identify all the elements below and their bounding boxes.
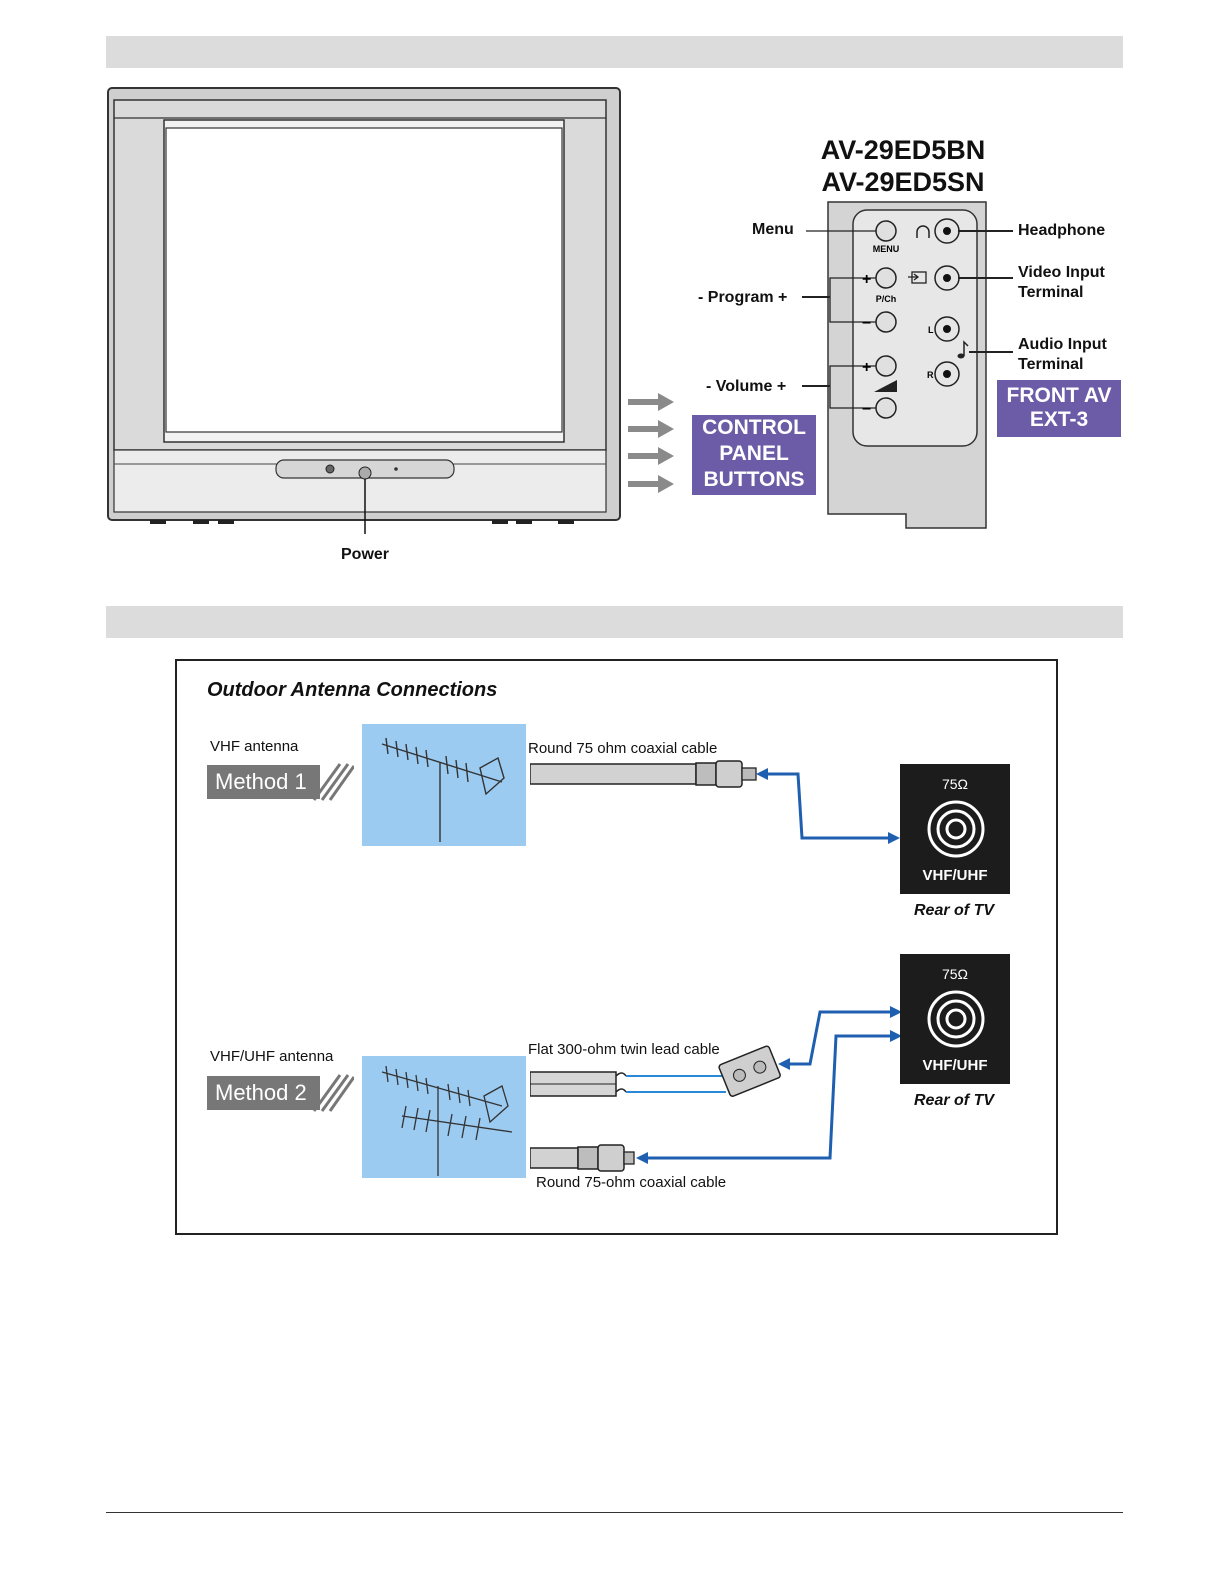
control-panel-buttons-box: CONTROL PANEL BUTTONS [692,415,816,495]
method2-twin-cable-label: Flat 300-ohm twin lead cable [528,1041,720,1058]
volume-label: - Volume + [706,378,787,395]
volume-down-button[interactable] [875,397,897,419]
method1-badge: Method 1 [207,765,320,799]
audio-input-label: Audio Input Terminal [1018,336,1107,373]
section-header-band-1 [106,36,1123,68]
program-label: - Program + [698,289,788,306]
rear-jack-2: 75Ω VHF/UHF [900,954,1010,1084]
method2-coax-cable-label: Round 75-ohm coaxial cable [536,1174,727,1191]
footer-rule [106,1512,1123,1513]
program-minus-sign: − [862,315,871,332]
panel-arrows [628,393,674,493]
model-name-2: AV-29ED5SN [821,167,985,197]
video-input-label: Video Input Terminal [1018,264,1105,301]
section-header-band-2 [106,606,1123,638]
antenna-frame [175,659,1058,1235]
jack1-ohm-label: 75Ω [941,776,969,792]
method1-coax-cable [530,760,900,844]
method1-stripes [312,763,354,801]
tv-front-illustration [107,87,621,534]
coax-socket-icon [927,800,985,858]
side-control-panel: MENU P/Ch + − + − L R [806,201,1000,529]
left-channel-letter: L [928,325,934,335]
method2-badge: Method 2 [207,1076,320,1110]
jack2-ohm-label: 75Ω [941,966,969,982]
volume-plus-sign: + [862,359,871,376]
menu-button[interactable] [875,220,897,242]
volume-minus-sign: − [862,401,871,418]
headphone-label: Headphone [1018,222,1106,239]
program-up-button[interactable] [875,267,897,289]
model-name-1: AV-29ED5BN [820,135,986,165]
coax-socket-icon [927,990,985,1048]
volume-up-button[interactable] [875,355,897,377]
rear-of-tv-label-2: Rear of TV [914,1092,995,1109]
program-plus-sign: + [862,271,871,288]
method1-cable-label: Round 75 ohm coaxial cable [528,740,718,757]
power-label: Power [341,546,390,563]
headphone-icon [916,225,930,238]
rear-of-tv-label-1: Rear of TV [914,902,995,919]
music-note-icon [963,340,969,356]
right-channel-letter: R [927,370,934,380]
method2-antenna-label: VHF/UHF antenna [210,1048,334,1065]
method2-cables [530,1006,900,1172]
volume-icon [874,380,897,392]
power-button-dot [358,466,372,480]
front-av-box: FRONT AV EXT-3 [997,380,1121,437]
rear-jack-1: 75Ω VHF/UHF [900,764,1010,894]
vhf-uhf-antenna-image [362,1056,526,1178]
vhf-antenna-image [362,724,526,846]
menu-label: Menu [752,221,794,238]
pch-text: P/Ch [876,294,897,304]
jack1-vhf-uhf-label: VHF/UHF [922,867,988,884]
method2-stripes [312,1074,354,1112]
jack2-vhf-uhf-label: VHF/UHF [922,1057,988,1074]
antenna-section-title: Outdoor Antenna Connections [207,679,498,701]
method1-antenna-label: VHF antenna [210,738,299,755]
program-down-button[interactable] [875,311,897,333]
menu-button-text: MENU [873,244,900,254]
